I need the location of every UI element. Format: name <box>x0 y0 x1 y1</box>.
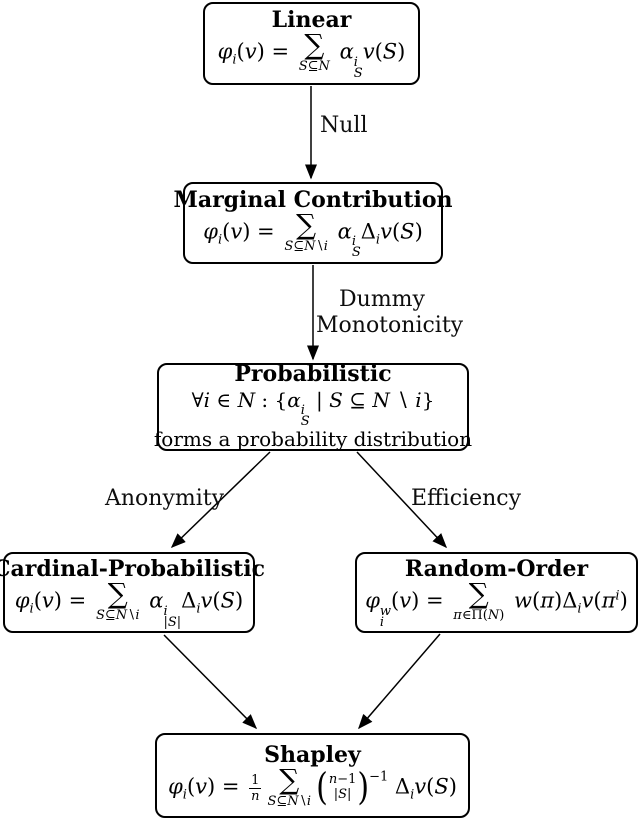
arrow-cardinal-to-shapley <box>163 634 258 730</box>
node-probabilistic-title: Probabilistic <box>234 361 392 388</box>
arrow-random-to-shapley <box>358 633 441 730</box>
node-cardinal-probabilistic-title: Cardinal-Probabilistic <box>0 556 266 583</box>
edge-label-null: Null <box>320 113 368 138</box>
edge-label-anonymity: Anonymity <box>105 486 225 511</box>
node-shapley-title: Shapley <box>264 741 361 768</box>
edge-label-efficiency: Efficiency <box>411 486 522 511</box>
node-linear-title: Linear <box>271 7 352 34</box>
node-random-order-title: Random-Order <box>404 556 589 583</box>
arrow-probabilistic-to-cardinal <box>170 451 271 549</box>
arrow-probabilistic-to-random <box>356 451 448 549</box>
node-marginal-contribution-title: Marginal Contribution <box>173 186 453 213</box>
edge-label-dummy-monotonicity: Dummy Monotonicity <box>316 287 464 338</box>
